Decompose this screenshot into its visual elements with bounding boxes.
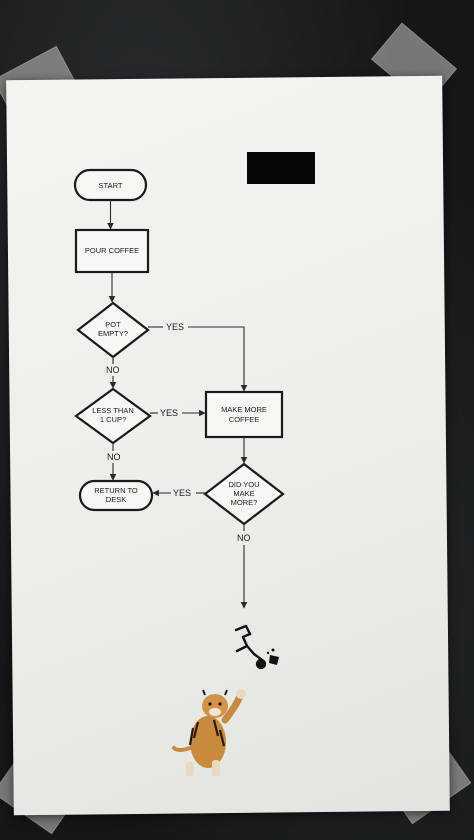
pot-empty-label-2: EMPTY?	[98, 329, 128, 338]
start-label: START	[99, 181, 123, 190]
less-than-label-2: 1 CUP?	[100, 415, 126, 424]
did-you-no-label: NO	[237, 533, 251, 543]
spilled-coffee-cup-icon	[266, 648, 279, 665]
redaction-bar	[247, 152, 315, 184]
return-to-desk-node: RETURN TO DESK	[78, 479, 154, 512]
make-more-label-2: COFFEE	[229, 415, 259, 424]
less-than-yes-label: YES	[160, 408, 178, 418]
return-label-2: DESK	[106, 495, 126, 504]
did-you-label-1: DID YOU	[228, 480, 259, 489]
pot-empty-decision: POT EMPTY?	[76, 301, 150, 359]
make-more-coffee-node: MAKE MORE COFFEE	[204, 390, 284, 439]
arrow-pot-yes-b	[188, 326, 248, 392]
pot-empty-yes-label: YES	[166, 322, 184, 332]
pour-coffee-label: POUR COFFEE	[85, 246, 139, 255]
did-you-label-2: MAKE	[233, 489, 254, 498]
did-you-label-3: MORE?	[231, 498, 258, 507]
start-node: START	[73, 168, 148, 202]
tiger-icon	[172, 689, 246, 776]
return-label-1: RETURN TO	[94, 486, 138, 495]
pot-empty-no-label: NO	[106, 365, 120, 375]
less-than-no-label: NO	[107, 452, 121, 462]
did-you-yes-label: YES	[173, 488, 191, 498]
less-than-cup-decision: LESS THAN 1 CUP?	[74, 387, 152, 445]
pot-empty-label-1: POT	[105, 320, 121, 329]
less-than-label-1: LESS THAN	[92, 406, 134, 415]
did-you-make-more-decision: DID YOU MAKE MORE?	[203, 462, 285, 526]
pour-coffee-node: POUR COFFEE	[74, 228, 150, 274]
make-more-label-1: MAKE MORE	[221, 405, 267, 414]
falling-stick-figure-icon	[234, 624, 267, 670]
